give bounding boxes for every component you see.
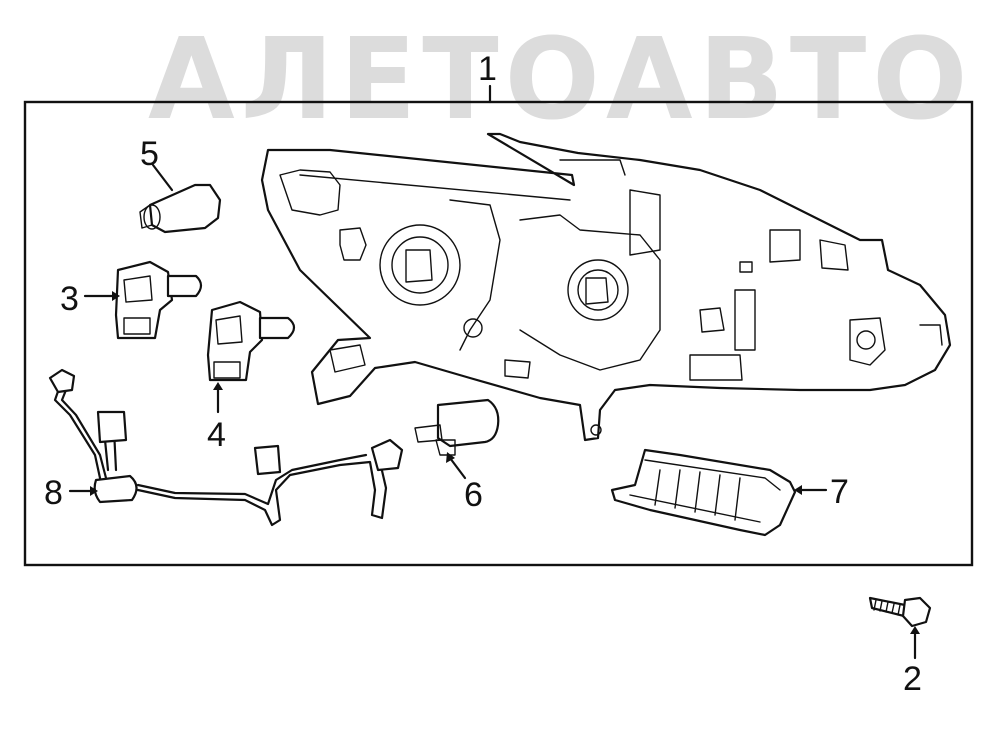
socket-3 [83, 260, 203, 340]
bolt-2 [868, 596, 932, 660]
callout-6: 6 [464, 476, 483, 514]
watermark-text: АЛЕТОАВТО [148, 15, 973, 145]
bracket-7 [610, 448, 828, 537]
callout-8: 8 [44, 474, 63, 512]
callout-3: 3 [60, 280, 79, 318]
callout-4: 4 [207, 416, 226, 454]
headlamp-housing [260, 132, 952, 442]
watermark-logo: АЛЕТОАВТО [148, 15, 973, 145]
callout-1: 1 [478, 50, 497, 88]
callout-7: 7 [830, 473, 849, 511]
wiring-harness-8 [48, 368, 404, 527]
callout-5: 5 [140, 135, 159, 173]
assembly-frame [23, 100, 974, 567]
bulb-5 [139, 163, 222, 234]
bulb-6 [414, 398, 500, 480]
callout-2: 2 [903, 660, 922, 698]
socket-4 [206, 300, 296, 414]
